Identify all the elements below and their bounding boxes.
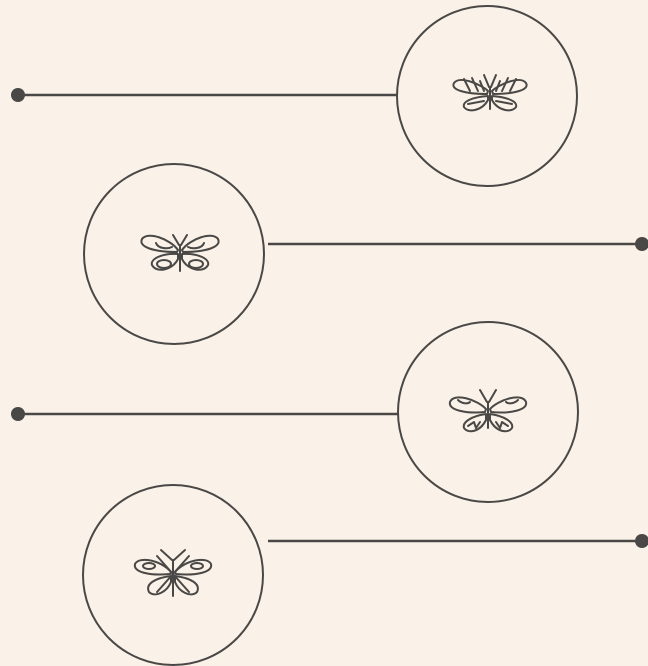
background (0, 0, 648, 666)
butterfly-timeline (0, 0, 648, 666)
timeline-diagram (0, 0, 648, 666)
